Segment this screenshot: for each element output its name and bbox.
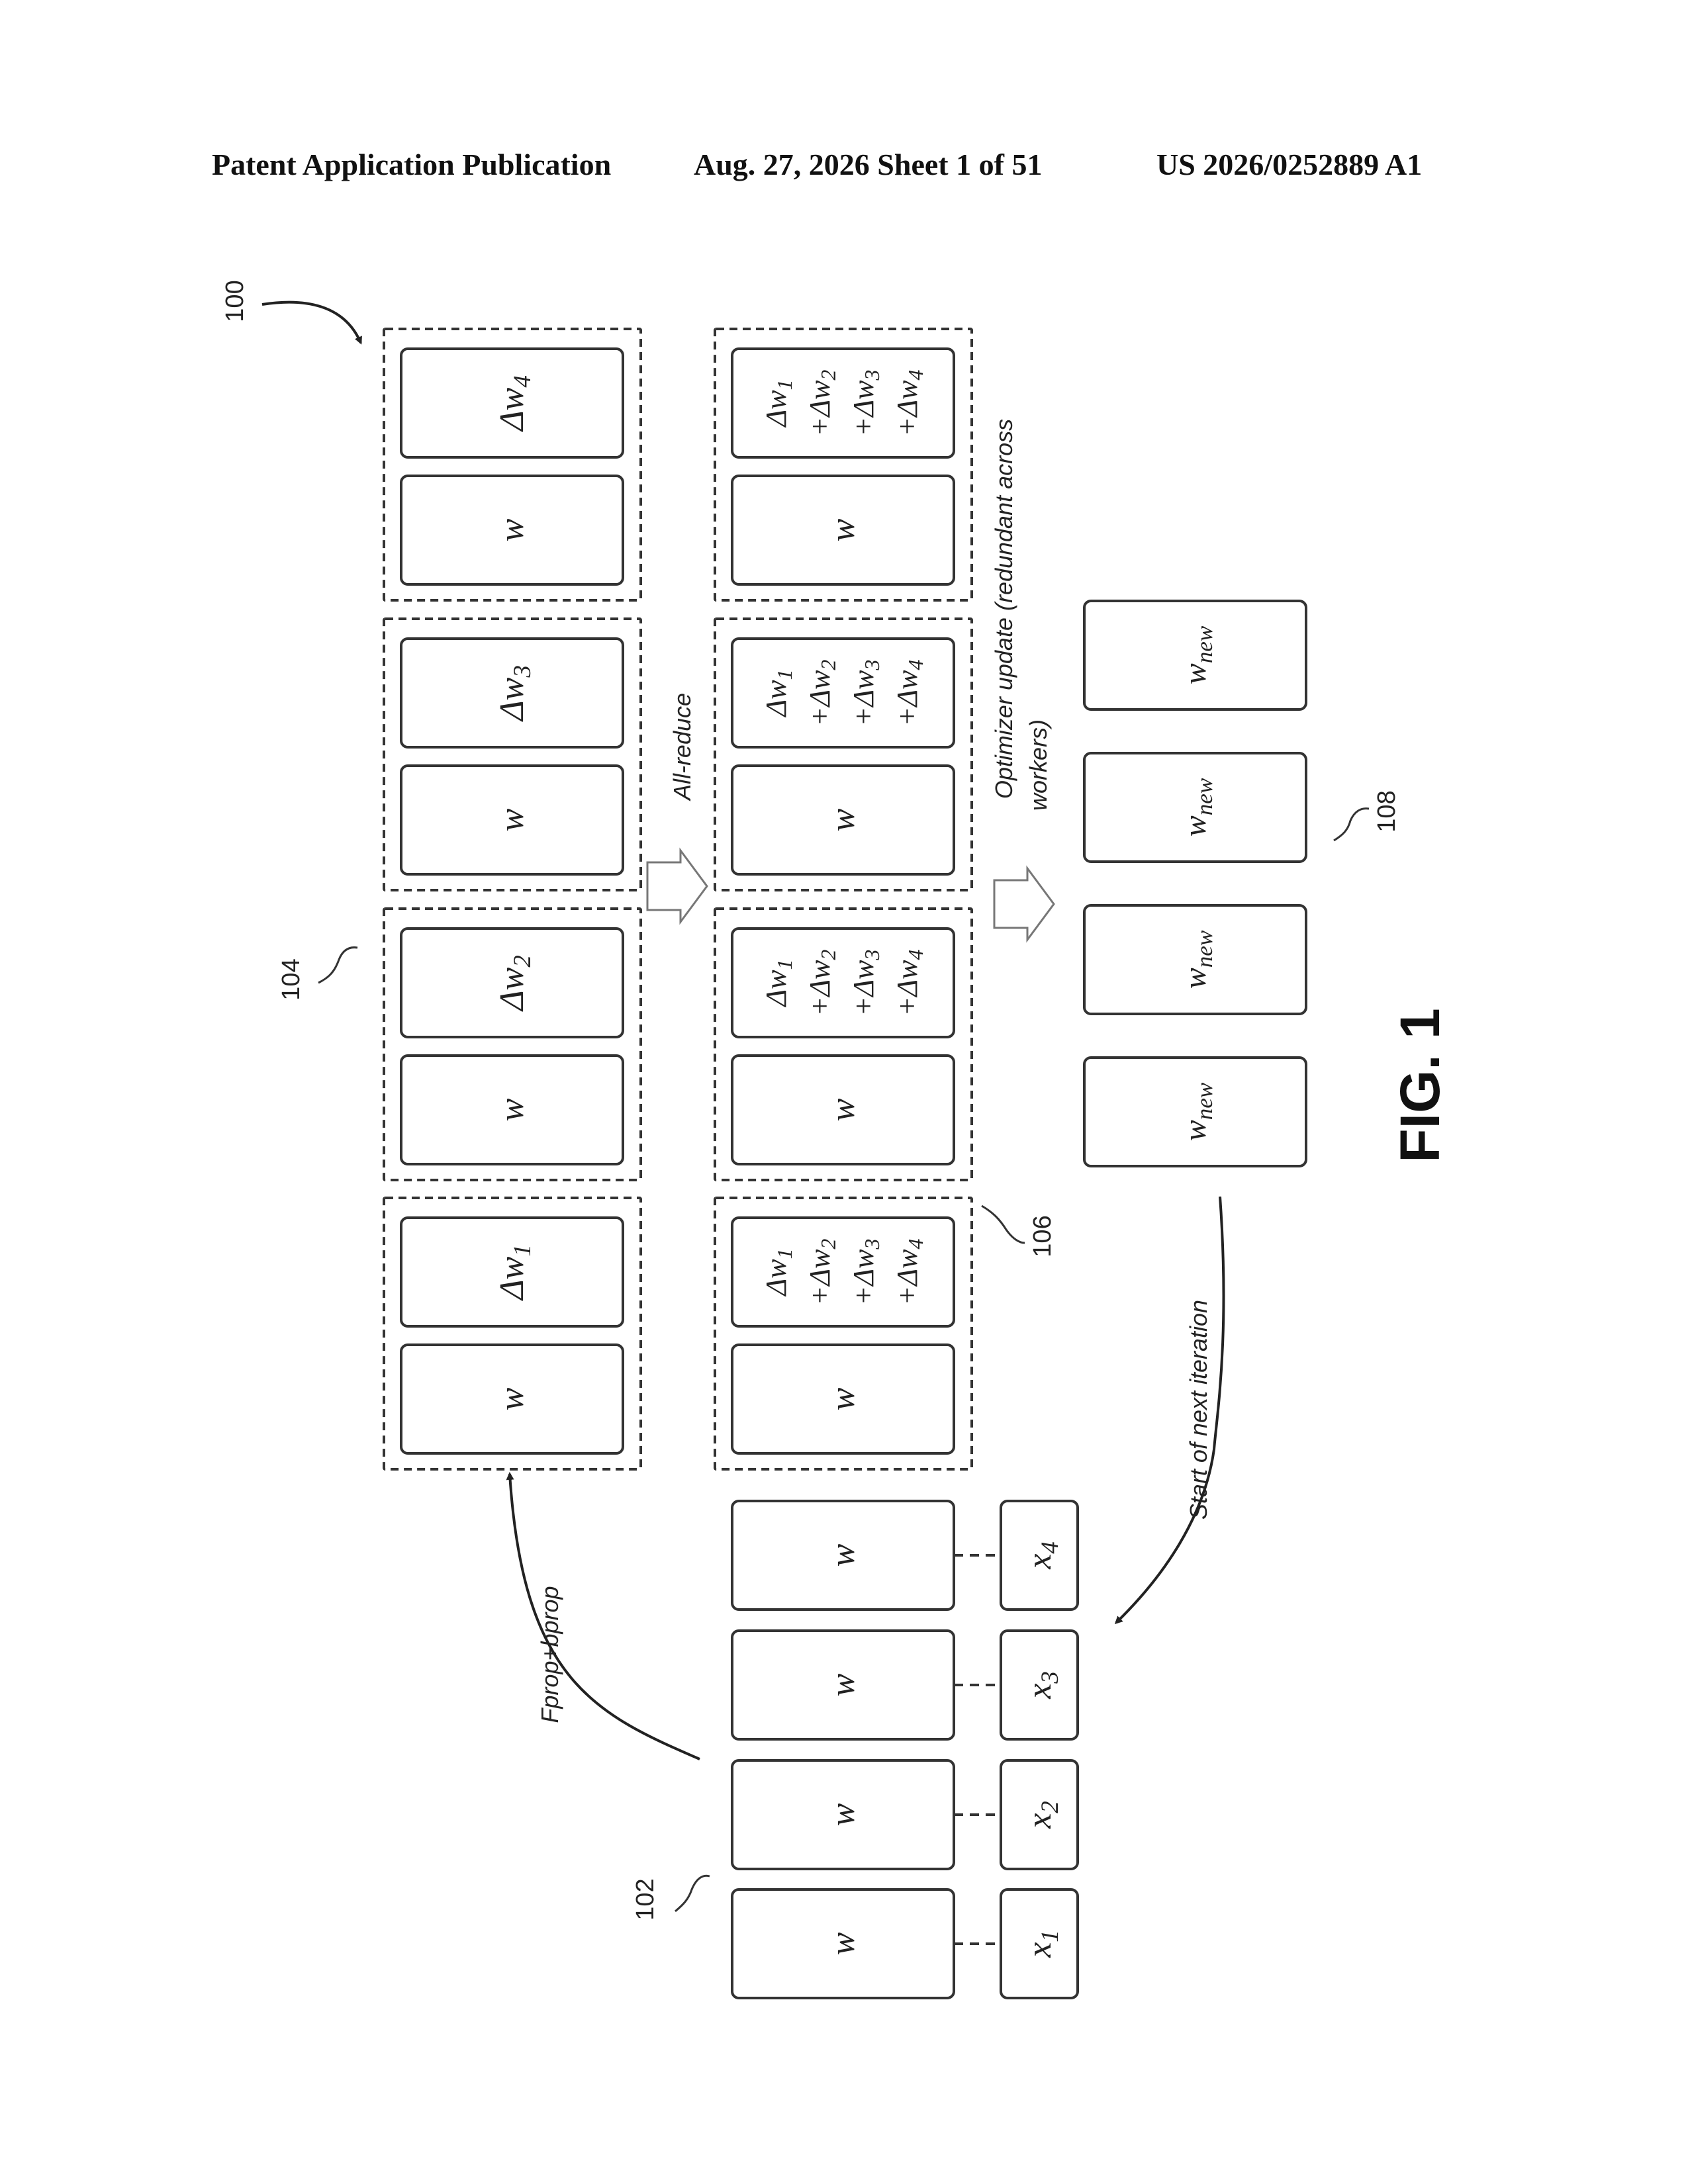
allreduce-arrow: [647, 850, 707, 922]
worker-4-wnew-label: wnew: [1178, 625, 1217, 684]
ref-100: 100: [221, 280, 249, 322]
worker-1-sum-term-1: Δw1: [760, 1248, 797, 1297]
worker-1-gradient-group: [384, 1198, 641, 1469]
ref-100-arrow: [262, 302, 361, 343]
worker-4-sum-term-3: +Δw3: [847, 370, 884, 437]
worker-4-gradient-group: [384, 329, 641, 600]
worker-1-wnew-label: wnew: [1178, 1082, 1217, 1141]
worker-2-allreduce-group: [715, 909, 972, 1180]
figure-label: FIG. 1: [1389, 1008, 1451, 1162]
worker-3-sum-term-1: Δw1: [760, 669, 797, 717]
ref-104-leader: [318, 948, 357, 983]
worker-2-sum-term-4: +Δw4: [891, 950, 928, 1017]
input-worker-2-w-label: w: [824, 1803, 862, 1826]
ref-106: 106: [1029, 1215, 1056, 1257]
input-worker-4-w-label: w: [824, 1543, 862, 1567]
worker-1-sum-term-3: +Δw3: [847, 1239, 884, 1306]
optimizer-update-label: Optimizer update (redundant across: [990, 419, 1017, 799]
worker-2-sum-term-2: +Δw2: [804, 950, 841, 1017]
worker-3-sum-term-3: +Δw3: [847, 660, 884, 727]
worker-4-sum-term-2: +Δw2: [804, 370, 841, 437]
all-reduce-label: All-reduce: [669, 693, 696, 801]
ref-108-leader: [1334, 809, 1369, 841]
start-next-iteration-label: Start of next iteration: [1185, 1300, 1212, 1520]
worker-4-w-label: w: [493, 518, 531, 541]
worker-1-sum-term-2: +Δw2: [804, 1239, 841, 1306]
worker-2-gradient-group: [384, 909, 641, 1180]
worker-2-wnew-label: wnew: [1178, 930, 1217, 989]
worker-3-sum-term-2: +Δw2: [804, 660, 841, 727]
worker-2-dw-label: Δw2: [493, 955, 536, 1012]
worker-2-w-label: w: [493, 1098, 531, 1121]
fprop-bprop-label: Fprop+bprop: [536, 1586, 563, 1723]
optimizer-update-label-cont: workers): [1025, 719, 1052, 811]
input-worker-3-w-label: w: [824, 1673, 862, 1696]
worker-3-sum-term-4: +Δw4: [891, 660, 928, 727]
input-worker-1-w-label: w: [824, 1932, 862, 1955]
ref-102-leader: [675, 1876, 710, 1911]
input-worker-3-x-label: x3: [1021, 1671, 1064, 1700]
optimizer-arrow: [994, 868, 1054, 940]
input-worker-1-x-label: x1: [1021, 1930, 1064, 1958]
worker-3-gradient-group: [384, 619, 641, 890]
worker-1-sum-term-4: +Δw4: [891, 1239, 928, 1306]
worker-4-sum-term-4: +Δw4: [891, 370, 928, 437]
worker-1-dw-label: Δw1: [493, 1244, 536, 1301]
worker-3-wnew-label: wnew: [1178, 778, 1217, 837]
worker-3-w-label: w: [493, 808, 531, 831]
worker-1-w-label: w: [493, 1387, 531, 1410]
worker-1-allreduce-group: [715, 1198, 972, 1469]
worker-3-allreduce-w-label: w: [824, 808, 862, 831]
ref-108: 108: [1373, 790, 1401, 832]
worker-2-sum-term-3: +Δw3: [847, 950, 884, 1017]
worker-4-allreduce-group: [715, 329, 972, 600]
worker-3-dw-label: Δw3: [493, 665, 536, 722]
worker-2-sum-term-1: Δw1: [760, 959, 797, 1007]
input-worker-2-x-label: x2: [1021, 1801, 1064, 1829]
ref-104: 104: [277, 958, 305, 1000]
worker-4-dw-label: Δw4: [493, 375, 536, 432]
worker-4-sum-term-1: Δw1: [760, 379, 797, 428]
ref-102: 102: [632, 1878, 659, 1920]
ref-106-leader: [982, 1206, 1025, 1243]
worker-2-allreduce-w-label: w: [824, 1098, 862, 1121]
worker-3-allreduce-group: [715, 619, 972, 890]
worker-4-allreduce-w-label: w: [824, 518, 862, 541]
input-worker-4-x-label: x4: [1021, 1541, 1064, 1570]
worker-1-allreduce-w-label: w: [824, 1387, 862, 1410]
